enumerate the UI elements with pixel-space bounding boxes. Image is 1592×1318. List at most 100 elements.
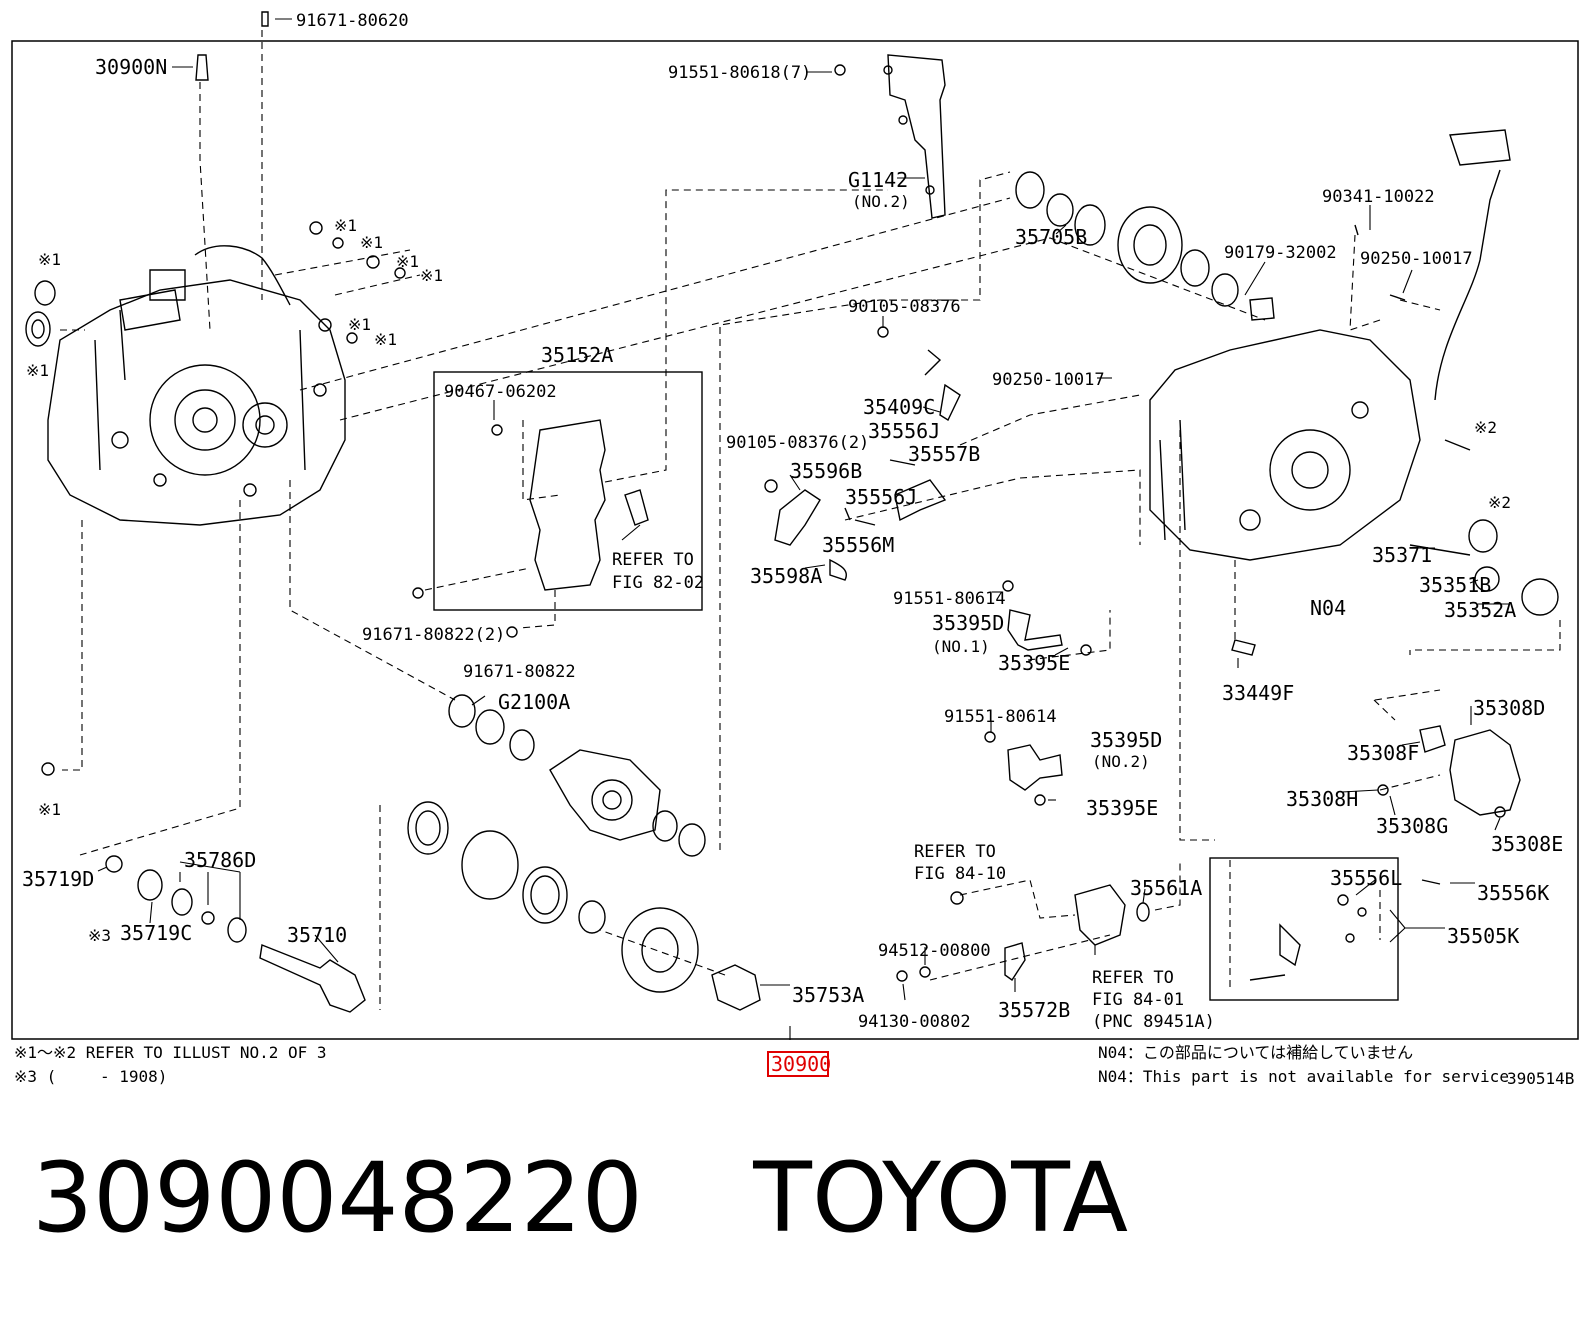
callout-35556L: 35556L: [1330, 866, 1402, 890]
note-refer-illust: ※1～※2 REFER TO ILLUST NO.2 OF 3: [14, 1043, 327, 1062]
seal-ring-icon: [34, 280, 56, 306]
callout-35395E-2: 35395E: [1086, 796, 1158, 820]
callout-35395E-1: 35395E: [998, 651, 1070, 675]
drive-shaft: [259, 944, 366, 1013]
diagram-frame: [11, 40, 1579, 1040]
refer-fig-8202-line1: REFER TO: [612, 550, 694, 570]
callout-9010508376: 90105-08376: [848, 297, 961, 317]
callout-35710: 35710: [287, 923, 347, 947]
plate-g1142: [887, 54, 946, 219]
callout-35308E: 35308E: [1491, 832, 1563, 856]
detail-box-35505k: [1209, 857, 1399, 1001]
callout-35395D-1: 35395D: [932, 611, 1004, 635]
note-m3-range-open: ※3 (: [14, 1067, 56, 1086]
mark-1: ※1: [374, 330, 397, 349]
callout-9451200800: 94512-00800: [878, 941, 991, 961]
note-n04-english: N04：This part is not available for servi…: [1098, 1067, 1509, 1086]
mark-2: ※2: [1488, 493, 1511, 512]
callout-35152A: 35152A: [541, 343, 613, 367]
callout-35308D: 35308D: [1473, 696, 1545, 720]
parts-diagram: 91671-80620 30900N 91551-80618(7) G1142 …: [11, 11, 1579, 1088]
cover-35308d: [1449, 729, 1521, 816]
callout-35719D: 35719D: [22, 867, 94, 891]
refer-fig-8202-line2: FIG 82-02: [612, 573, 704, 593]
callout-35556J: 35556J: [868, 419, 940, 443]
callout-35352A: 35352A: [1444, 598, 1516, 622]
callout-9167180822x2: 91671-80822(2): [362, 625, 505, 645]
gear-icon: [461, 830, 519, 900]
callout-35561A: 35561A: [1130, 876, 1202, 900]
gear-icon: [621, 907, 699, 993]
mark-2: ※2: [1474, 418, 1497, 437]
callout-G1142-sub: (NO.2): [852, 192, 910, 211]
assembly-lines: [60, 30, 1561, 1010]
callout-N04: N04: [1310, 596, 1346, 620]
differential-case: [549, 749, 661, 841]
mark-1: ※1: [420, 266, 443, 285]
callout-35719C: 35719C: [120, 921, 192, 945]
callout-35308H: 35308H: [1286, 787, 1358, 811]
mark-1: ※1: [38, 800, 61, 819]
callout-35308G: 35308G: [1376, 814, 1448, 838]
product-caption: 3090048220 TOYOTA: [32, 1138, 1552, 1258]
mark-1: ※1: [38, 250, 61, 269]
leader-lines: [97, 18, 1510, 1040]
gear-35705b-ring: [1015, 171, 1045, 209]
mark-3: ※3: [88, 926, 111, 945]
mark-1: ※1: [360, 233, 383, 252]
callout-9034110022: 90341-10022: [1322, 187, 1435, 207]
callout-9017932002: 90179-32002: [1224, 243, 1337, 263]
callout-35308F: 35308F: [1347, 741, 1419, 765]
transaxle-housing-right: [1149, 129, 1511, 561]
callout-35598A: 35598A: [750, 564, 822, 588]
callout-35572B: 35572B: [998, 998, 1070, 1022]
callout-35786D: 35786D: [184, 848, 256, 872]
callout-35395D-2: 35395D: [1090, 728, 1162, 752]
callout-35556M: 35556M: [822, 533, 894, 557]
callout-9167180620: 91671-80620: [296, 11, 409, 31]
callout-9167180822: 91671-80822: [463, 662, 576, 682]
bolt-icons: [41, 11, 406, 776]
callout-35409C: 35409C: [863, 395, 935, 419]
refer-fig-8401-line3: (PNC 89451A): [1092, 1012, 1215, 1032]
mark-1: ※1: [26, 361, 49, 380]
valve-body-plate: [529, 419, 606, 591]
callout-30900N: 30900N: [95, 55, 167, 79]
callout-9010508376x2: 90105-08376(2): [726, 433, 869, 453]
callout-9046706202: 90467-06202: [444, 382, 557, 402]
gear-icon: [1521, 578, 1559, 616]
gear-icon: [1117, 206, 1183, 284]
mark-1: ※1: [396, 252, 419, 271]
seal-ring-icon: [25, 311, 51, 347]
illustration-id: 390514B: [1507, 1069, 1574, 1088]
highlighted-part-number[interactable]: 30900: [771, 1052, 831, 1076]
seal-ring-icon: [1468, 519, 1498, 553]
callout-9155180614b: 91551-80614: [944, 707, 1057, 727]
note-m3-range-close: - 1908): [100, 1067, 167, 1086]
refer-fig-8410-line1: REFER TO: [914, 842, 996, 862]
brand-name: TOYOTA: [753, 1142, 1129, 1254]
callout-35395D-1-sub: (NO.1): [932, 637, 990, 656]
callout-35705B: 35705B: [1015, 225, 1087, 249]
callout-35596B: 35596B: [790, 459, 862, 483]
transaxle-housing-left: [47, 245, 346, 526]
part-number: 3090048220: [32, 1142, 643, 1254]
refer-fig-8401-line2: FIG 84-01: [1092, 990, 1184, 1010]
callout-35556J-2: 35556J: [845, 485, 917, 509]
callout-35505K: 35505K: [1447, 924, 1519, 948]
mark-1: ※1: [334, 216, 357, 235]
refer-fig-8401-line1: REFER TO: [1092, 968, 1174, 988]
mark-1: ※1: [348, 315, 371, 334]
callout-9025010017a: 90250-10017: [1360, 249, 1473, 269]
callout-G1142: G1142: [848, 168, 908, 192]
seal-ring-icon: [31, 319, 45, 339]
callout-35556K: 35556K: [1477, 881, 1549, 905]
callout-9025010017b: 90250-10017: [992, 370, 1105, 390]
detail-box-35152a: [433, 371, 703, 611]
callout-9155180618: 91551-80618(7): [668, 63, 811, 83]
note-n04-japanese: N04：この部品については補給していません: [1098, 1043, 1413, 1062]
callout-9413000802: 94130-00802: [858, 1012, 971, 1032]
callout-33449F: 33449F: [1222, 681, 1294, 705]
gear-icon: [1474, 566, 1500, 592]
callout-35395D-2-sub: (NO.2): [1092, 752, 1150, 771]
